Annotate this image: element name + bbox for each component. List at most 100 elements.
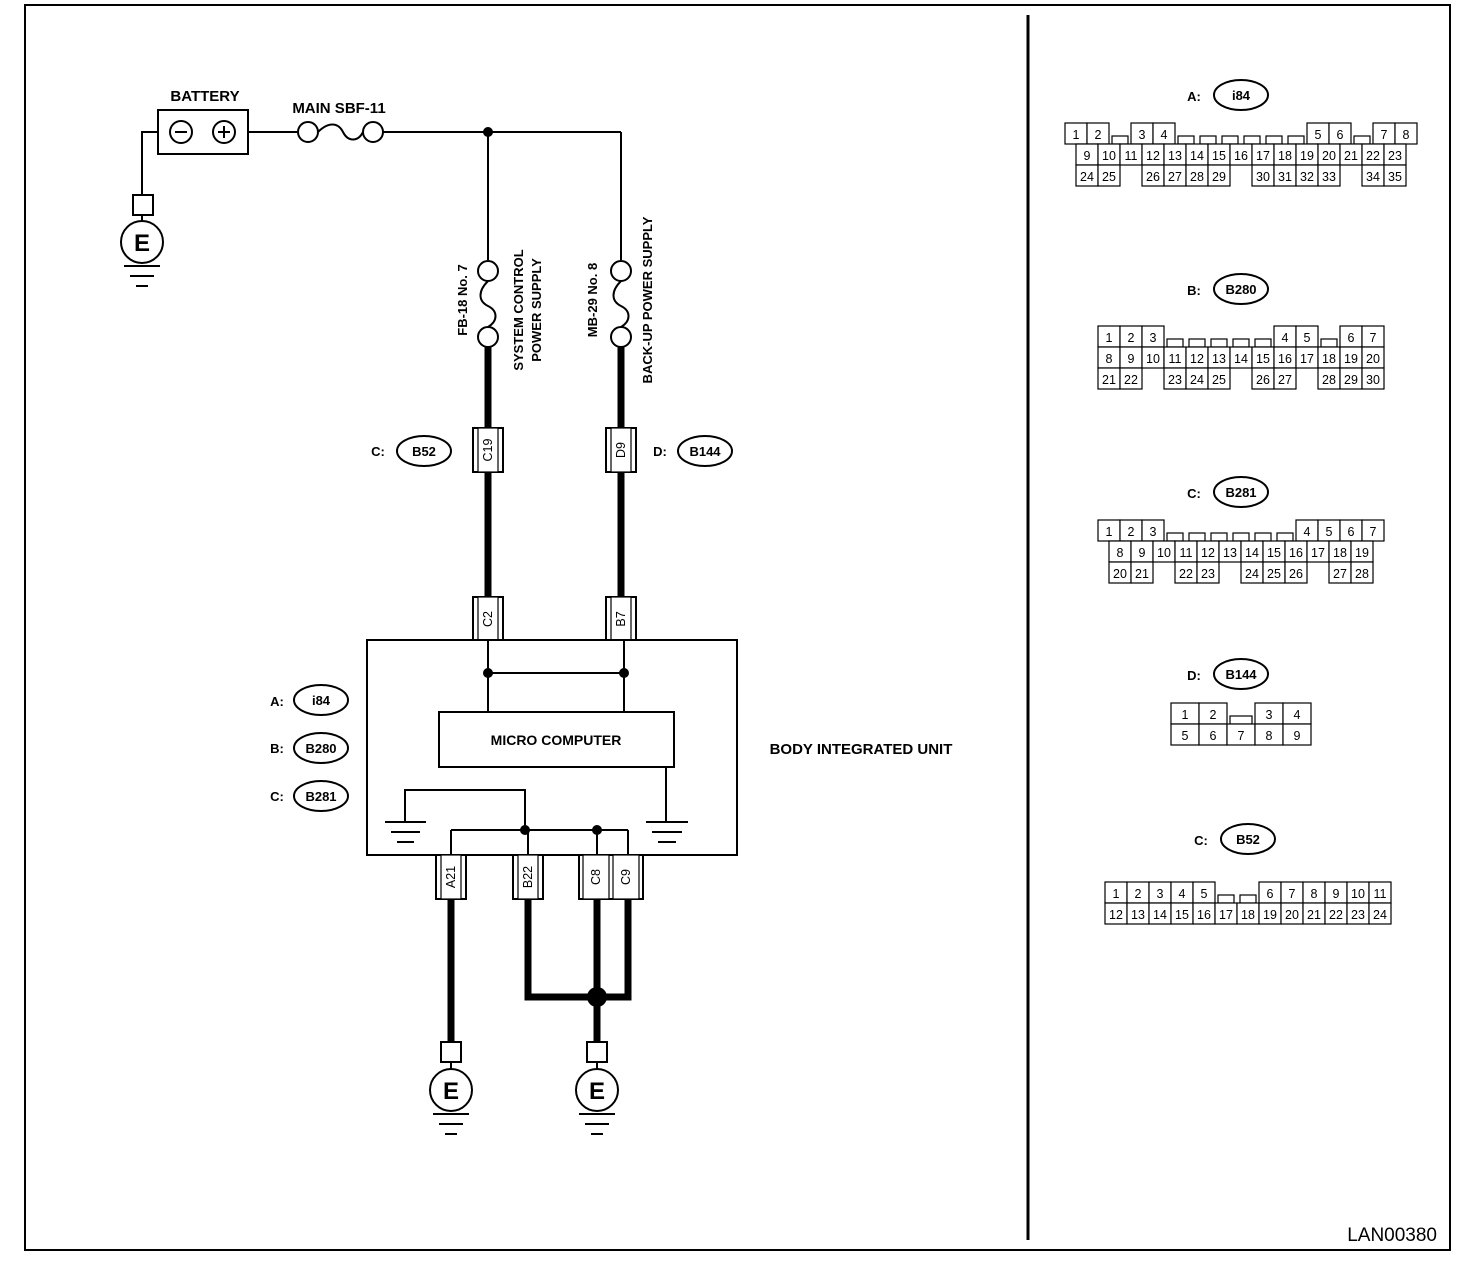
pin-number: 9	[1084, 149, 1091, 163]
pin-number: 18	[1333, 546, 1347, 560]
pin-number: 4	[1161, 128, 1168, 142]
pin-cell	[1282, 723, 1312, 746]
pin-number: 7	[1370, 331, 1377, 345]
pin-number: 14	[1153, 908, 1167, 922]
pin-number: 5	[1201, 887, 1208, 901]
micro-computer-label: MICRO COMPUTER	[491, 732, 622, 748]
pin-number: 12	[1190, 352, 1204, 366]
body-integrated-unit-label: BODY INTEGRATED UNIT	[770, 741, 953, 758]
pin-number: 15	[1175, 908, 1189, 922]
pin-number: 18	[1278, 149, 1292, 163]
pin-number: 26	[1146, 170, 1160, 184]
pinout-key	[1221, 135, 1239, 145]
pin-number: 9	[1139, 546, 1146, 560]
pin-number: 3	[1139, 128, 1146, 142]
pin-number: 14	[1245, 546, 1259, 560]
pin-number: 9	[1128, 352, 1135, 366]
pinout-code-oval	[1213, 273, 1269, 305]
ref-c-b281-prefix: C:	[270, 789, 284, 804]
ref-c-b281-code: B281	[305, 789, 336, 804]
pin-number: 21	[1344, 149, 1358, 163]
pin-number: 20	[1366, 352, 1380, 366]
fuse-mb29-label: MB-29 No. 8	[585, 263, 600, 337]
pinout-prefix: C:	[1194, 833, 1208, 848]
pin-number: 6	[1348, 525, 1355, 539]
pin-number: 7	[1289, 887, 1296, 901]
pin-cell	[1317, 164, 1341, 187]
pin-number: 1	[1182, 708, 1189, 722]
pin-number: 15	[1267, 546, 1281, 560]
pin-number: 15	[1212, 149, 1226, 163]
pin-number: 21	[1135, 567, 1149, 581]
system-supply-label-2: POWER SUPPLY	[529, 258, 544, 362]
ref-c-b52-oval	[396, 435, 452, 467]
pin-number: 8	[1403, 128, 1410, 142]
pinout-code-oval	[1213, 658, 1269, 690]
pin-number: 23	[1168, 373, 1182, 387]
pin-cell	[1361, 367, 1385, 390]
pinout-key	[1188, 338, 1206, 348]
ref-d-b144-oval	[677, 435, 733, 467]
terminal-c19-label: C19	[481, 438, 495, 461]
pin-number: 18	[1322, 352, 1336, 366]
pin-number: 6	[1348, 331, 1355, 345]
pinout-key	[1177, 135, 1195, 145]
pin-number: 30	[1256, 170, 1270, 184]
pin-number: 10	[1351, 887, 1365, 901]
main-fuse-icon	[297, 121, 319, 143]
pin-number: 10	[1102, 149, 1116, 163]
pin-number: 9	[1294, 729, 1301, 743]
pin-number: 22	[1124, 373, 1138, 387]
pinout-key	[1229, 715, 1253, 725]
pin-cell	[1368, 902, 1392, 925]
pin-number: 3	[1266, 708, 1273, 722]
pin-number: 28	[1355, 567, 1369, 581]
pin-number: 14	[1234, 352, 1248, 366]
pin-number: 19	[1300, 149, 1314, 163]
pin-number: 26	[1289, 567, 1303, 581]
pinout-prefix: A:	[1187, 89, 1201, 104]
main-fuse-label: MAIN SBF-11	[292, 100, 385, 117]
pin-cell	[1130, 561, 1154, 584]
pin-number: 11	[1374, 887, 1387, 901]
pin-number: 20	[1113, 567, 1127, 581]
pin-cell	[1207, 164, 1231, 187]
pin-number: 5	[1182, 729, 1189, 743]
pin-number: 5	[1326, 525, 1333, 539]
pin-number: 24	[1190, 373, 1204, 387]
fuse-fb18-icon	[477, 260, 499, 282]
pin-number: 8	[1106, 352, 1113, 366]
terminal-b7-label: B7	[614, 611, 628, 626]
pinout-code: i84	[1232, 88, 1251, 103]
pin-number: 7	[1370, 525, 1377, 539]
pin-number: 20	[1322, 149, 1336, 163]
pinout-prefix: B:	[1187, 283, 1201, 298]
pin-number: 8	[1117, 546, 1124, 560]
pinout-key	[1287, 135, 1305, 145]
pin-number: 4	[1294, 708, 1301, 722]
pin-number: 3	[1157, 887, 1164, 901]
battery-ground-wire	[141, 131, 158, 195]
battery-plus-icon	[212, 120, 236, 144]
pinout-key	[1199, 135, 1217, 145]
pinout-prefix: C:	[1187, 486, 1201, 501]
pinout-key	[1166, 532, 1184, 542]
pin-number: 5	[1315, 128, 1322, 142]
pin-cell	[1350, 561, 1374, 584]
pin-number: 3	[1150, 331, 1157, 345]
pin-number: 6	[1267, 887, 1274, 901]
pin-number: 10	[1157, 546, 1171, 560]
pinout-key	[1276, 532, 1294, 542]
pinout-key	[1320, 338, 1338, 348]
pin-number: 2	[1135, 887, 1142, 901]
ref-c-b281-oval	[293, 780, 349, 812]
diagram-id: LAN00380	[1347, 1225, 1437, 1246]
pin-number: 30	[1366, 373, 1380, 387]
pin-number: 12	[1109, 908, 1123, 922]
fuse-mb29-icon	[610, 260, 632, 282]
ref-b-b280-code: B280	[305, 741, 336, 756]
pin-number: 12	[1201, 546, 1215, 560]
